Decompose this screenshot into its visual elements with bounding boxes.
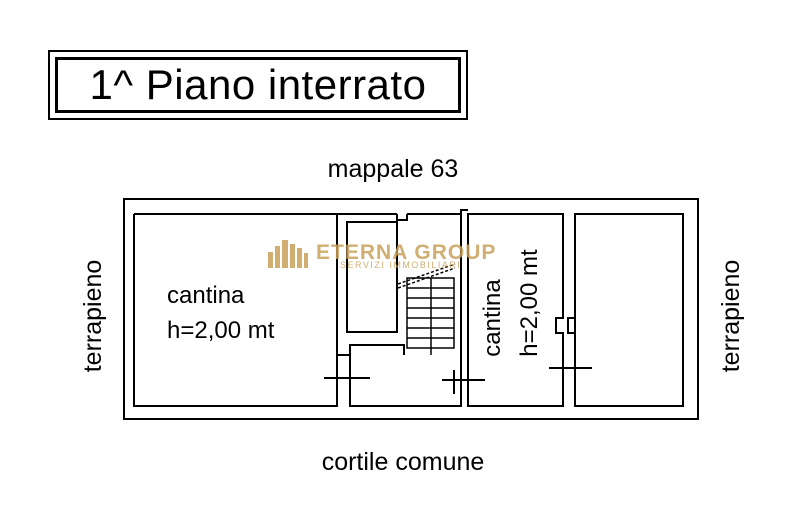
walls	[123, 198, 699, 420]
staircase	[397, 263, 456, 355]
label-top: mappale 63	[328, 155, 459, 183]
room-middle-name: cantina	[479, 279, 506, 357]
door-mark-right	[549, 356, 592, 384]
watermark-tagline: SERVIZI IMMOBILIARI	[340, 260, 461, 270]
door-mark-left	[324, 366, 370, 394]
stair-room-notch	[396, 214, 408, 221]
title-inner-frame: 1^ Piano interrato	[55, 57, 461, 113]
room-middle-wall	[467, 213, 564, 407]
room-right-notch	[567, 317, 575, 334]
room-middle-height: h=2,00 mt	[516, 249, 543, 357]
building-logo-icon	[268, 240, 308, 268]
room-right-wall	[574, 213, 684, 407]
plan-title: 1^ Piano interrato	[89, 61, 427, 108]
watermark: ETERNA GROUP SERVIZI IMMOBILIARI	[268, 240, 496, 270]
label-left: terrapieno	[79, 260, 107, 373]
door-mark-middle	[442, 370, 485, 394]
room-left-height: h=2,00 mt	[167, 317, 275, 344]
door-marks	[324, 356, 592, 394]
room-left-name: cantina	[167, 282, 245, 309]
label-bottom: cortile comune	[322, 448, 485, 476]
label-right: terrapieno	[717, 260, 745, 373]
watermark-brand: ETERNA GROUP	[316, 241, 496, 264]
stair-break-line	[397, 263, 456, 289]
stair-room-top	[337, 209, 468, 215]
outer-wall	[123, 198, 699, 420]
title-frame: 1^ Piano interrato	[48, 50, 468, 120]
closet	[346, 221, 398, 333]
